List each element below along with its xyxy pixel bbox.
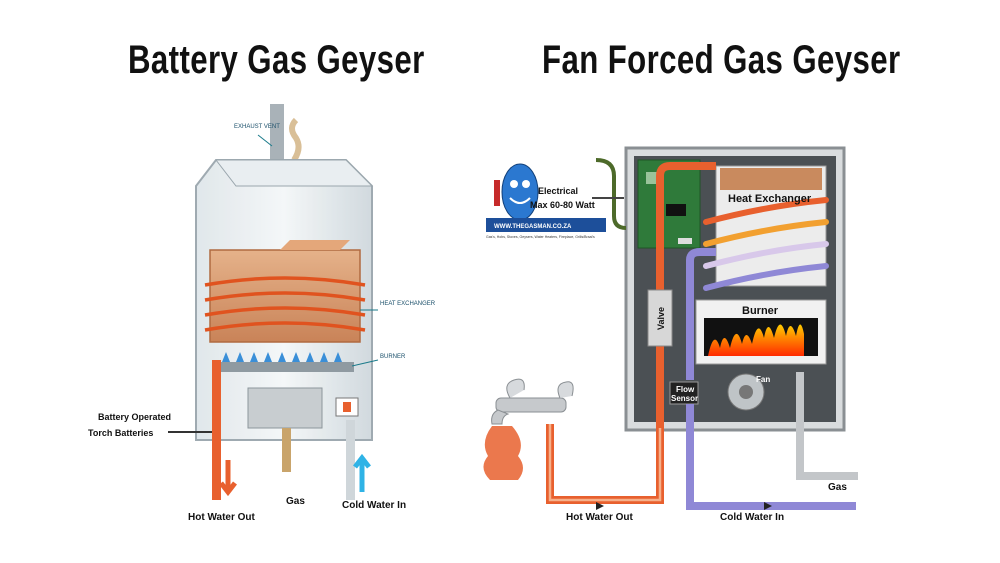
- cold-water-pipe-left: [346, 420, 355, 500]
- flow-sensor-label-line2: Sensor: [671, 394, 698, 403]
- heat-exchanger-top-band: [720, 168, 822, 190]
- burner-bar: [214, 362, 354, 372]
- burner-label-left: BURNER: [380, 354, 406, 360]
- left-title: Battery Gas Geyser: [128, 38, 425, 82]
- gas-pipe-right: [796, 372, 858, 480]
- burner-fire: [708, 324, 804, 356]
- hot-water-arrow: [219, 460, 237, 497]
- control-block: [247, 387, 323, 429]
- fan-forced-geyser: Heat Exchanger Burner Fan Flow Sensor Va…: [483, 146, 858, 523]
- electrical-label-line1: Electrical: [538, 186, 578, 196]
- heat-exchanger-label-right: Heat Exchanger: [728, 193, 812, 205]
- gas-cylinder-mascot: [501, 163, 539, 221]
- right-title: Fan Forced Gas Geyser: [542, 38, 901, 82]
- valve: [647, 289, 673, 347]
- fan-label: Fan: [756, 375, 770, 384]
- logo-banner: [486, 218, 606, 232]
- cold-water-pipe-right: [686, 248, 856, 510]
- cold-water-in-label-right: Cold Water In: [720, 512, 784, 523]
- cold-water-arrow: [353, 453, 371, 492]
- faucet: [483, 378, 574, 480]
- heat-coils: [204, 276, 366, 332]
- wrench-icon: [494, 180, 500, 206]
- hot-water-out-label-left: Hot Water Out: [188, 512, 256, 523]
- gasman-logo: WWW.THEGASMAN.CO.ZA Gas's, Hobs, Stoves,…: [486, 156, 606, 239]
- heat-exchanger-top: [280, 240, 350, 250]
- electrical-wire: [595, 158, 627, 230]
- valve-label: Valve: [656, 307, 666, 330]
- battery-label-line2: Torch Batteries: [88, 428, 153, 438]
- website-label: WWW.THEGASMAN.CO.ZA: [494, 224, 572, 230]
- burner-flames: [222, 352, 342, 362]
- battery-label-line1: Battery Operated: [98, 412, 171, 422]
- flow-sensor: [669, 381, 699, 405]
- gas-label-left: Gas: [286, 496, 305, 507]
- gas-pipe-left: [282, 428, 291, 472]
- hot-water-out-label-right: Hot Water Out: [566, 512, 634, 523]
- exhaust-smoke: [289, 117, 302, 162]
- gas-label-right: Gas: [828, 482, 847, 493]
- heat-exchanger-label-left: HEAT EXCHANGER: [380, 301, 436, 307]
- battery-geyser: EXHAUST VENT HEAT EXCHANGER BURNER Batte…: [88, 104, 436, 523]
- flow-sensor-label-line1: Flow: [676, 385, 695, 394]
- battery-switch: [343, 402, 351, 412]
- heat-exchanger-coils: [703, 197, 829, 291]
- electrical-label-line2: Max 60-80 Watt: [530, 200, 595, 210]
- burner-label-right: Burner: [742, 305, 779, 317]
- casing-top-face: [214, 159, 374, 187]
- logo-tagline: Gas's, Hobs, Stoves, Geysers, Water Heat…: [486, 235, 595, 239]
- hot-water-pipe: [212, 360, 221, 500]
- exhaust-vent-label: EXHAUST VENT: [234, 124, 280, 130]
- hot-water-stream: [483, 426, 523, 480]
- cold-water-in-label-left: Cold Water In: [342, 500, 406, 511]
